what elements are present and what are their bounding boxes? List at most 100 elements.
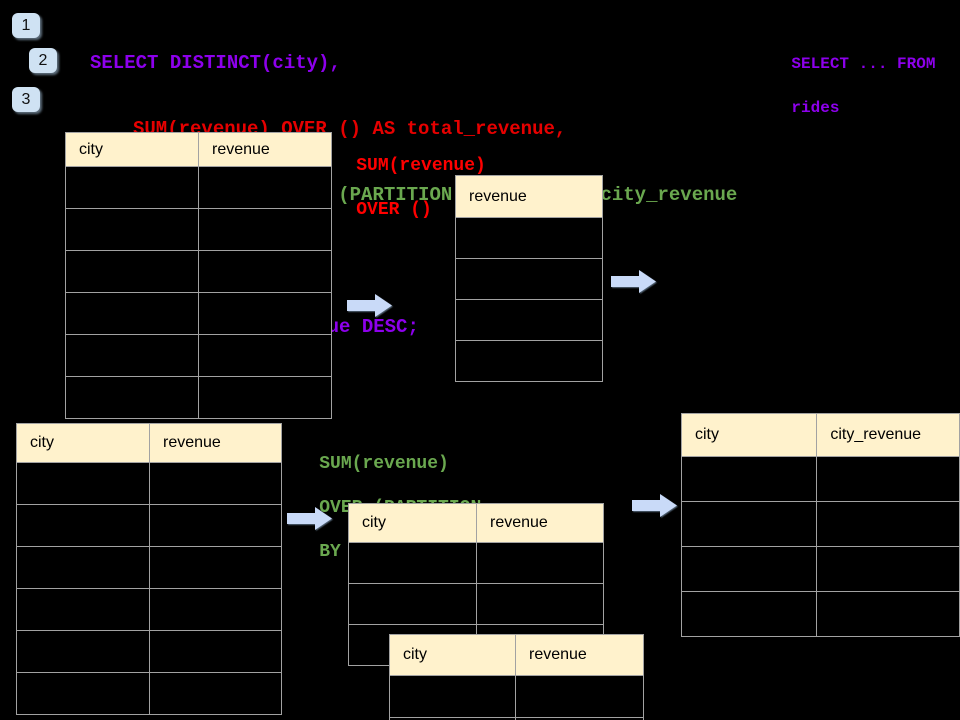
table-row: [455, 217, 603, 259]
table-cell: [16, 630, 150, 673]
flow-arrow-partition-icon: [287, 506, 333, 531]
column-header-revenue: revenue: [455, 175, 603, 218]
table-body: [65, 166, 332, 419]
table-row: [65, 208, 332, 251]
table-row: [16, 504, 282, 547]
column-header-city: city: [65, 132, 199, 167]
table-cell: [16, 462, 150, 505]
table-body: [680, 456, 960, 637]
table-row: [348, 542, 604, 584]
table-row: [680, 501, 960, 547]
source-table-top: city revenue: [65, 132, 332, 419]
sql-line-select: SELECT DISTINCT(city),: [90, 52, 341, 74]
flow-arrow-total-result-icon: [611, 269, 657, 294]
step-badge-2: 2: [29, 48, 57, 73]
column-header-revenue: revenue: [476, 503, 604, 543]
table-cell: [198, 166, 332, 209]
table-cell: [65, 250, 199, 293]
table-cell: [816, 546, 960, 592]
table-cell: [455, 258, 603, 300]
table-body: [16, 462, 282, 715]
table-cell: [680, 456, 818, 502]
table-cell: [348, 583, 477, 625]
total-revenue-table: revenue: [455, 175, 603, 382]
table-row: [16, 588, 282, 631]
table-row: [680, 456, 960, 502]
select-from-note: SELECT ... FROM rides: [753, 31, 935, 141]
table-cell: [149, 504, 282, 547]
table-cell: [65, 208, 199, 251]
table-header-row: city revenue: [348, 503, 604, 543]
flow-arrow-final-result-icon: [632, 493, 678, 518]
note-line-1: SELECT ... FROM: [791, 55, 936, 73]
table-header-row: city city_revenue: [680, 413, 960, 457]
column-header-city: city: [16, 423, 150, 463]
table-header-row: city revenue: [65, 132, 332, 167]
table-cell: [16, 504, 150, 547]
table-cell: [389, 675, 516, 718]
partition-overlay-table: city revenue: [389, 634, 644, 720]
note-line-2: rides: [791, 99, 840, 117]
table-cell: [515, 717, 644, 720]
step-badge-1: 1: [12, 13, 40, 38]
table-cell: [65, 166, 199, 209]
column-header-revenue: revenue: [515, 634, 644, 676]
table-cell: [65, 334, 199, 377]
column-header-revenue: revenue: [198, 132, 332, 167]
step-badge-3: 3: [12, 87, 40, 112]
table-row: [65, 376, 332, 419]
table-row: [16, 672, 282, 715]
column-header-city: city: [389, 634, 516, 676]
table-body: [455, 217, 603, 382]
table-cell: [198, 334, 332, 377]
table-cell: [476, 542, 604, 584]
total-label-line-1: SUM(revenue): [356, 156, 486, 176]
table-cell: [149, 630, 282, 673]
table-cell: [680, 546, 818, 592]
table-header-row: city revenue: [16, 423, 282, 463]
table-cell: [455, 299, 603, 341]
table-cell: [16, 546, 150, 589]
table-cell: [455, 217, 603, 259]
table-row: [455, 340, 603, 382]
table-cell: [198, 250, 332, 293]
table-row: [680, 546, 960, 592]
total-revenue-label: SUM(revenue) OVER (): [313, 133, 486, 243]
table-cell: [198, 376, 332, 419]
table-cell: [198, 292, 332, 335]
table-row: [16, 630, 282, 673]
table-row: [65, 250, 332, 293]
table-row: [389, 675, 644, 718]
total-label-line-2: OVER (): [356, 200, 432, 220]
table-cell: [348, 542, 477, 584]
table-body: [389, 675, 644, 720]
table-header-row: revenue: [455, 175, 603, 218]
table-row: [16, 546, 282, 589]
table-row: [65, 334, 332, 377]
table-cell: [149, 546, 282, 589]
table-cell: [65, 376, 199, 419]
table-header-row: city revenue: [389, 634, 644, 676]
column-header-city: city: [348, 503, 477, 543]
table-cell: [16, 588, 150, 631]
table-row: [65, 292, 332, 335]
table-row: [389, 717, 644, 720]
table-cell: [680, 501, 818, 547]
table-row: [348, 583, 604, 625]
flow-arrow-total-icon: [347, 293, 393, 318]
final-result-table: city city_revenue: [680, 413, 960, 637]
table-cell: [680, 591, 818, 637]
table-cell: [149, 672, 282, 715]
source-table-bottom: city revenue: [16, 423, 282, 715]
column-header-city-revenue: city_revenue: [816, 413, 960, 457]
table-row: [455, 299, 603, 341]
column-header-city: city: [680, 413, 818, 457]
table-cell: [198, 208, 332, 251]
table-cell: [455, 340, 603, 382]
table-cell: [816, 591, 960, 637]
table-row: [16, 462, 282, 505]
table-cell: [149, 462, 282, 505]
table-cell: [16, 672, 150, 715]
table-cell: [65, 292, 199, 335]
table-cell: [816, 456, 960, 502]
